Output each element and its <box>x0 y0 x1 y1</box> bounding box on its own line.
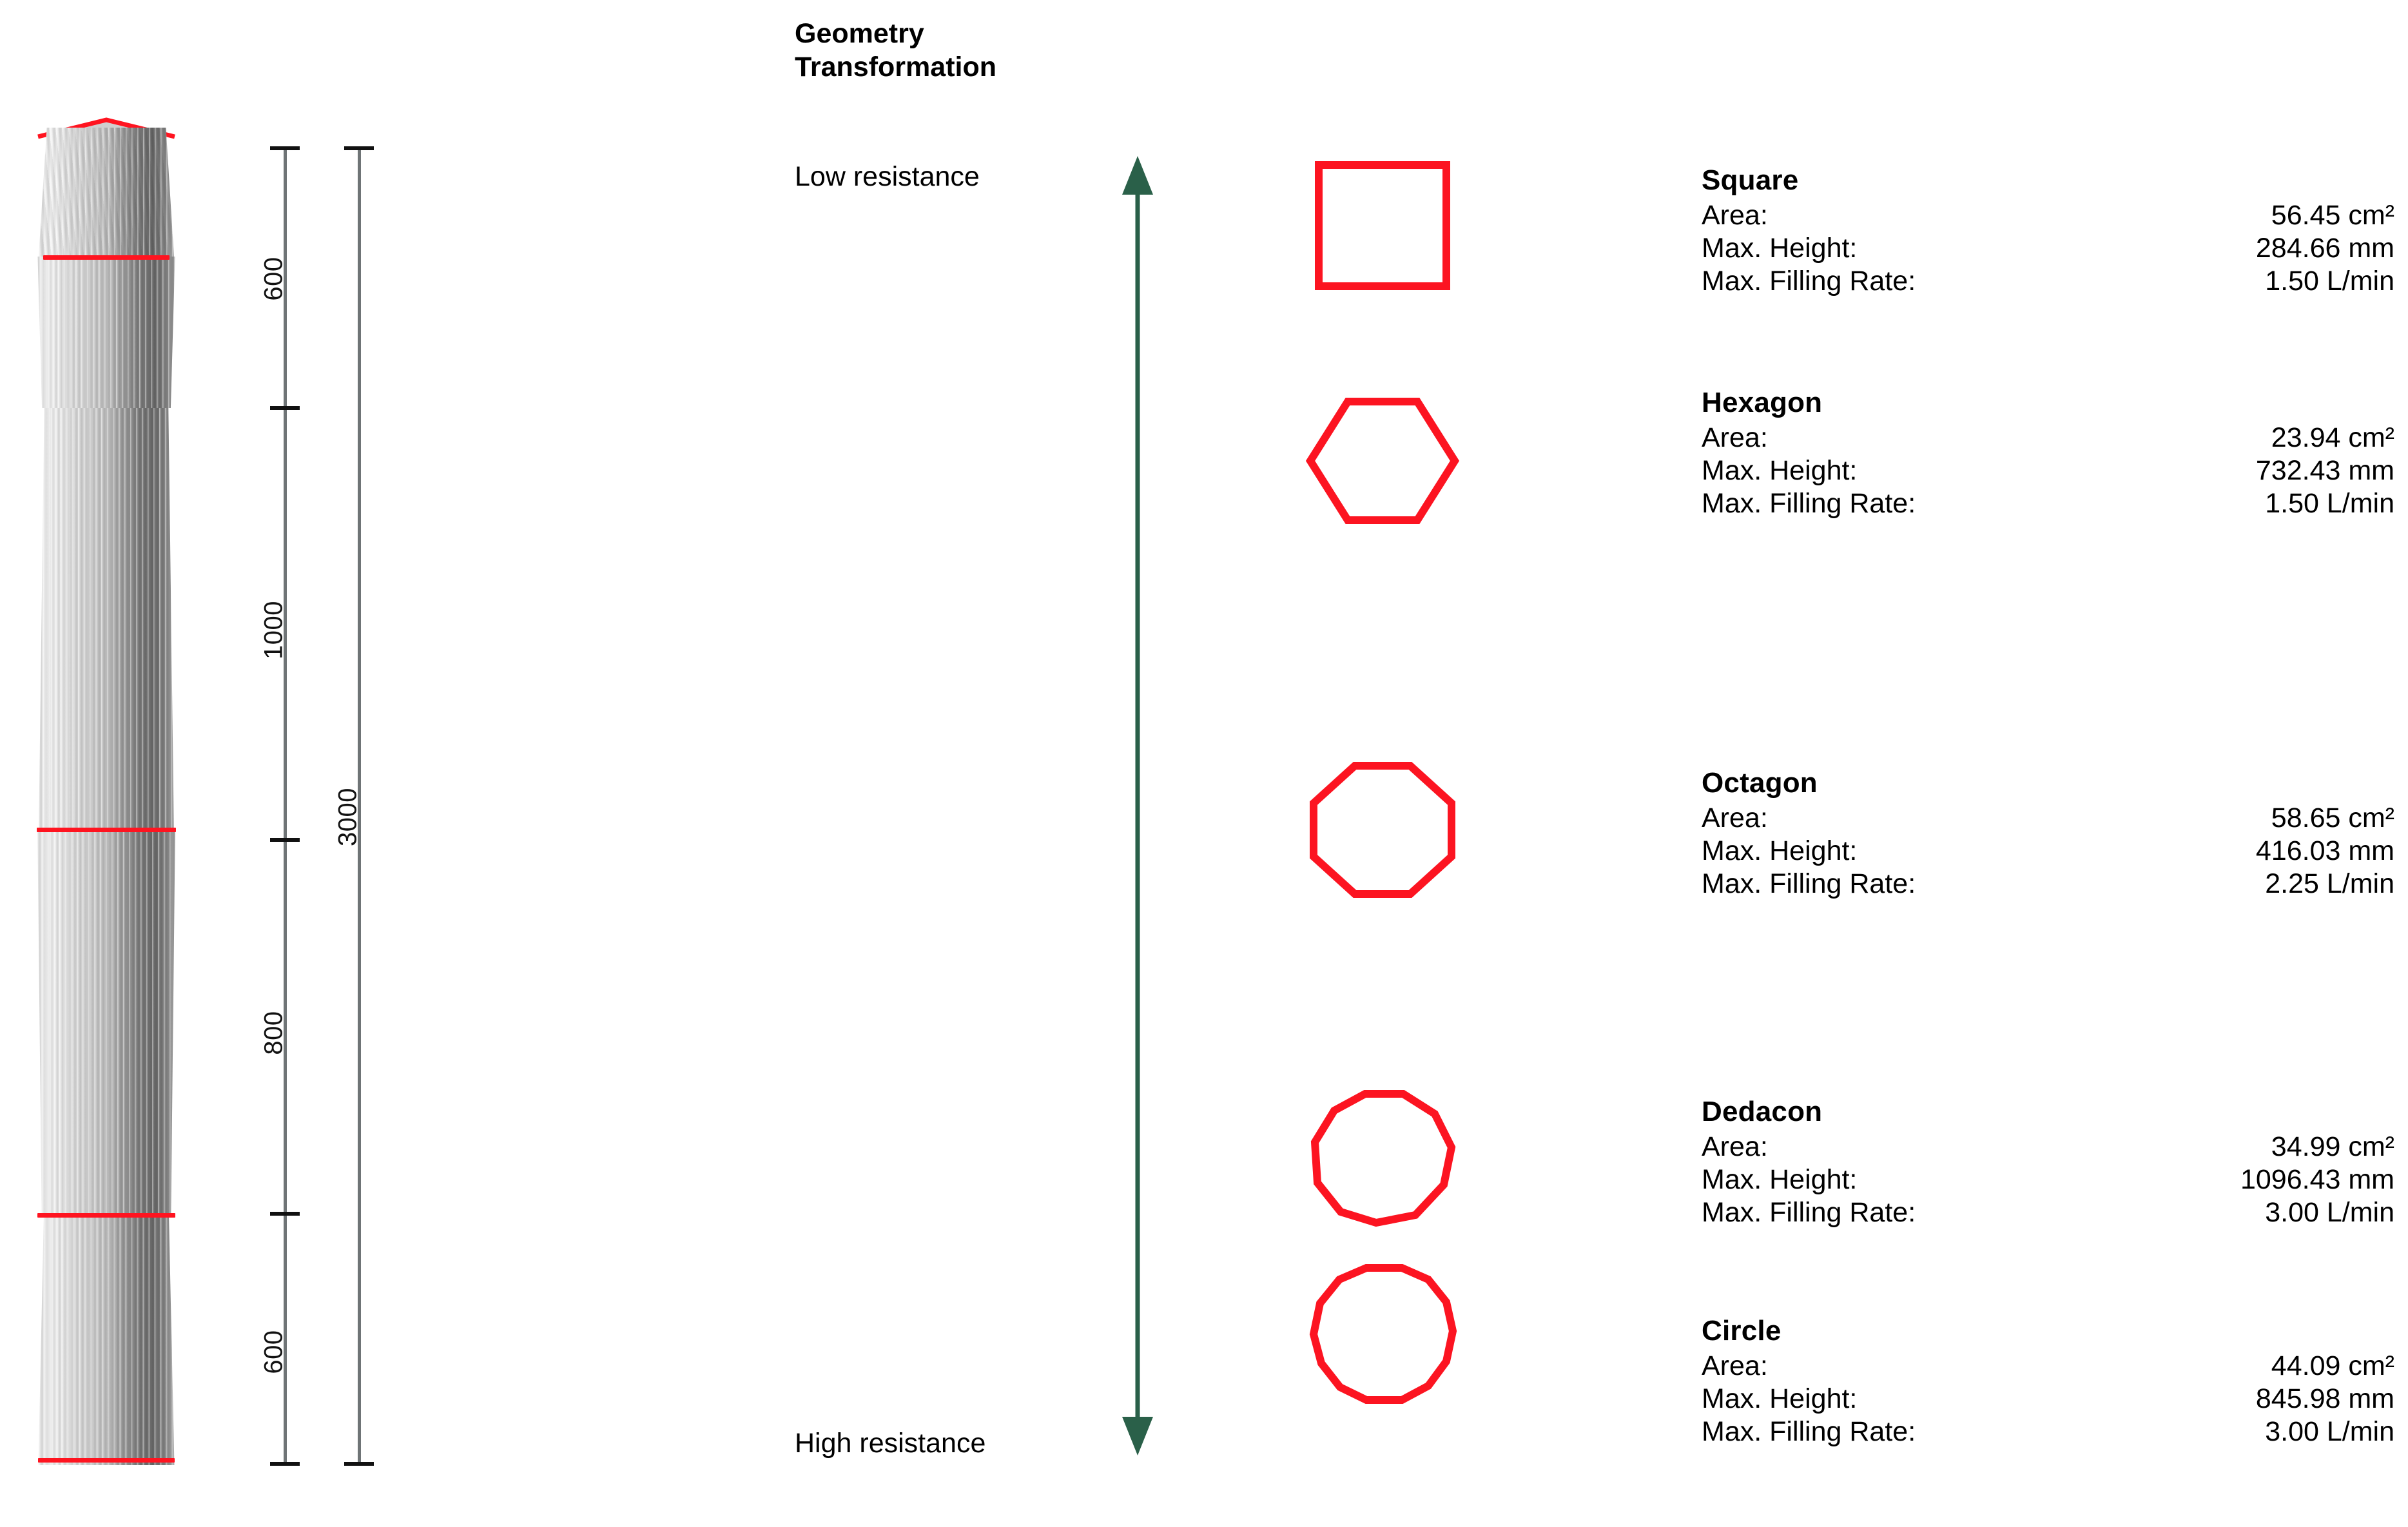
dim-label-1000: 1000 <box>259 601 288 659</box>
geometry-name: Dedacon <box>1702 1096 1823 1127</box>
table-row: Max. Height: 732.43 mm <box>1702 454 2394 487</box>
row-value: 3.00 L/min <box>2265 1197 2394 1229</box>
table-row: Max. Filling Rate: 1.50 L/min <box>1702 487 2394 520</box>
dim-cap-inner-bottom <box>270 1462 300 1466</box>
shape-octagon <box>1310 762 1455 898</box>
table-row: Area: 44.09 cm² <box>1702 1350 2394 1383</box>
row-value: 44.09 cm² <box>2271 1350 2394 1381</box>
row-value: 1.50 L/min <box>2265 488 2394 520</box>
row-key: Max. Height: <box>1702 1383 1858 1415</box>
dimension-line-segments <box>284 147 287 1465</box>
row-key: Area: <box>1702 1131 1768 1162</box>
table-row: Area: 23.94 cm² <box>1702 422 2394 454</box>
geometry-name: Square <box>1702 164 1799 196</box>
dim-cap-outer-top <box>344 146 374 150</box>
column-texture <box>37 257 175 408</box>
geometry-name: Hexagon <box>1702 387 1823 418</box>
row-value: 416.03 mm <box>2255 835 2394 867</box>
column-segment-3 <box>39 408 174 830</box>
dim-label-600-bottom: 600 <box>259 1330 288 1374</box>
column-texture <box>39 128 174 257</box>
row-value: 1096.43 mm <box>2240 1164 2394 1196</box>
row-value: 732.43 mm <box>2255 455 2394 487</box>
table-row: Area: 34.99 cm² <box>1702 1131 2394 1163</box>
column-texture <box>37 830 175 1217</box>
row-value: 845.98 mm <box>2255 1383 2394 1415</box>
section-marker-3 <box>37 1213 175 1218</box>
column-segment-4 <box>37 830 175 1217</box>
table-row: Max. Filling Rate: 1.50 L/min <box>1702 265 2394 298</box>
row-value: 23.94 cm² <box>2271 422 2394 453</box>
table-row: Max. Height: 284.66 mm <box>1702 232 2394 265</box>
shape-decagon <box>1310 1090 1456 1227</box>
column-texture <box>39 408 174 830</box>
table-row: Max. Filling Rate: 2.25 L/min <box>1702 868 2394 900</box>
dim-label-600-top: 600 <box>259 257 288 301</box>
row-key: Max. Filling Rate: <box>1702 266 1916 297</box>
row-key: Max. Filling Rate: <box>1702 868 1916 900</box>
row-value: 1.50 L/min <box>2265 266 2394 297</box>
geometry-name: Octagon <box>1702 767 1818 799</box>
row-key: Area: <box>1702 422 1768 453</box>
row-key: Max. Height: <box>1702 1164 1858 1196</box>
row-key: Max. Filling Rate: <box>1702 1197 1916 1229</box>
column-texture <box>38 1217 175 1465</box>
geometry-name: Circle <box>1702 1315 1782 1347</box>
dim-label-total-3000: 3000 <box>333 788 362 846</box>
resistance-arrow-icon <box>1122 156 1153 1455</box>
geometry-block-square: Square Area: 56.45 cm² Max. Height: 284.… <box>1702 164 2394 298</box>
section-marker-2 <box>37 828 176 832</box>
dim-tick-800-600 <box>270 1212 300 1216</box>
table-row: Max. Filling Rate: 3.00 L/min <box>1702 1196 2394 1229</box>
row-key: Area: <box>1702 200 1768 231</box>
dimension-scale: 600 1000 800 600 3000 <box>213 0 425 1527</box>
dim-cap-inner-top <box>270 146 300 150</box>
row-value: 58.65 cm² <box>2271 802 2394 833</box>
dim-tick-1000-800 <box>270 838 300 842</box>
row-key: Area: <box>1702 1350 1768 1381</box>
row-value: 2.25 L/min <box>2265 868 2394 900</box>
page-title: Geometry Transformation <box>795 17 1194 84</box>
geometry-block-circle: Circle Area: 44.09 cm² Max. Height: 845.… <box>1702 1315 2394 1448</box>
low-resistance-label: Low resistance <box>795 161 980 192</box>
column-model <box>0 0 213 1527</box>
row-key: Area: <box>1702 802 1768 833</box>
shape-hexagon <box>1305 398 1460 524</box>
row-key: Max. Filling Rate: <box>1702 1416 1916 1448</box>
dimension-line-total <box>358 147 361 1465</box>
row-key: Max. Height: <box>1702 835 1858 867</box>
table-row: Max. Height: 1096.43 mm <box>1702 1163 2394 1196</box>
table-row: Area: 58.65 cm² <box>1702 802 2394 835</box>
row-value: 284.66 mm <box>2255 233 2394 264</box>
row-value: 34.99 cm² <box>2271 1131 2394 1162</box>
section-marker-base <box>38 1458 175 1463</box>
geometry-block-dedacon: Dedacon Area: 34.99 cm² Max. Height: 109… <box>1702 1096 2394 1229</box>
dim-cap-outer-bottom <box>344 1462 374 1466</box>
row-value: 3.00 L/min <box>2265 1416 2394 1448</box>
table-row: Max. Filling Rate: 3.00 L/min <box>1702 1415 2394 1448</box>
table-row: Max. Height: 845.98 mm <box>1702 1383 2394 1415</box>
geometry-block-octagon: Octagon Area: 58.65 cm² Max. Height: 416… <box>1702 767 2394 900</box>
section-marker-1 <box>43 255 170 260</box>
shape-square <box>1315 161 1450 290</box>
title-line-2: Transformation <box>795 52 996 83</box>
title-line-1: Geometry <box>795 18 924 49</box>
column-segment-2 <box>37 257 175 408</box>
row-key: Max. Height: <box>1702 455 1858 487</box>
table-row: Max. Height: 416.03 mm <box>1702 835 2394 868</box>
geometry-block-hexagon: Hexagon Area: 23.94 cm² Max. Height: 732… <box>1702 387 2394 520</box>
row-key: Max. Height: <box>1702 233 1858 264</box>
column-segment-top <box>39 128 174 257</box>
dim-label-800: 800 <box>259 1011 288 1055</box>
table-row: Area: 56.45 cm² <box>1702 199 2394 232</box>
shape-circle <box>1309 1264 1457 1404</box>
high-resistance-label: High resistance <box>795 1428 986 1459</box>
row-value: 56.45 cm² <box>2271 200 2394 231</box>
row-key: Max. Filling Rate: <box>1702 488 1916 520</box>
dim-tick-600-1000 <box>270 406 300 410</box>
column-segment-bottom <box>38 1217 175 1465</box>
